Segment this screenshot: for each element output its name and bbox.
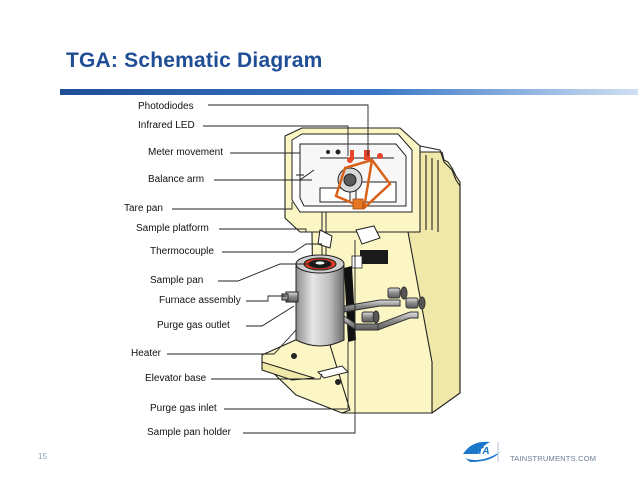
label-tare-pan: Tare pan (124, 203, 163, 214)
led-red (350, 150, 354, 160)
label-heater: Heater (131, 348, 162, 359)
orange-block (352, 198, 364, 210)
label-sample-platform: Sample platform (136, 223, 209, 234)
label-sample-pan-holder: Sample pan holder (147, 427, 231, 438)
ta-logo (463, 441, 500, 462)
label-sample-pan: Sample pan (150, 275, 204, 286)
balance-chamber (291, 133, 413, 213)
photodiode-red (364, 150, 370, 160)
brand-url: TAINSTRUMENTS.COM (510, 454, 597, 463)
label-elevator-base: Elevator base (145, 373, 207, 384)
page-number: 15 (38, 452, 47, 461)
page-title: TGA: Schematic Diagram (66, 49, 323, 72)
title-underline (60, 89, 638, 95)
label-meter-movement: Meter movement (148, 147, 224, 158)
label-balance-arm: Balance arm (148, 174, 205, 185)
ta-logo-text: TA (477, 446, 490, 457)
purge-piping (343, 286, 426, 331)
label-infrared-led: Infrared LED (138, 120, 195, 131)
label-thermocouple: Thermocouple (150, 246, 214, 257)
label-furnace-assembly: Furnace assembly (159, 295, 241, 306)
label-purge-gas-inlet: Purge gas inlet (150, 403, 217, 414)
leader-lines (167, 104, 369, 434)
label-photodiodes: Photodiodes (138, 101, 194, 112)
balance-arm-frame (334, 158, 392, 210)
furnace-cylinder (295, 254, 345, 347)
label-purge-gas-outlet: Purge gas outlet (157, 320, 230, 331)
